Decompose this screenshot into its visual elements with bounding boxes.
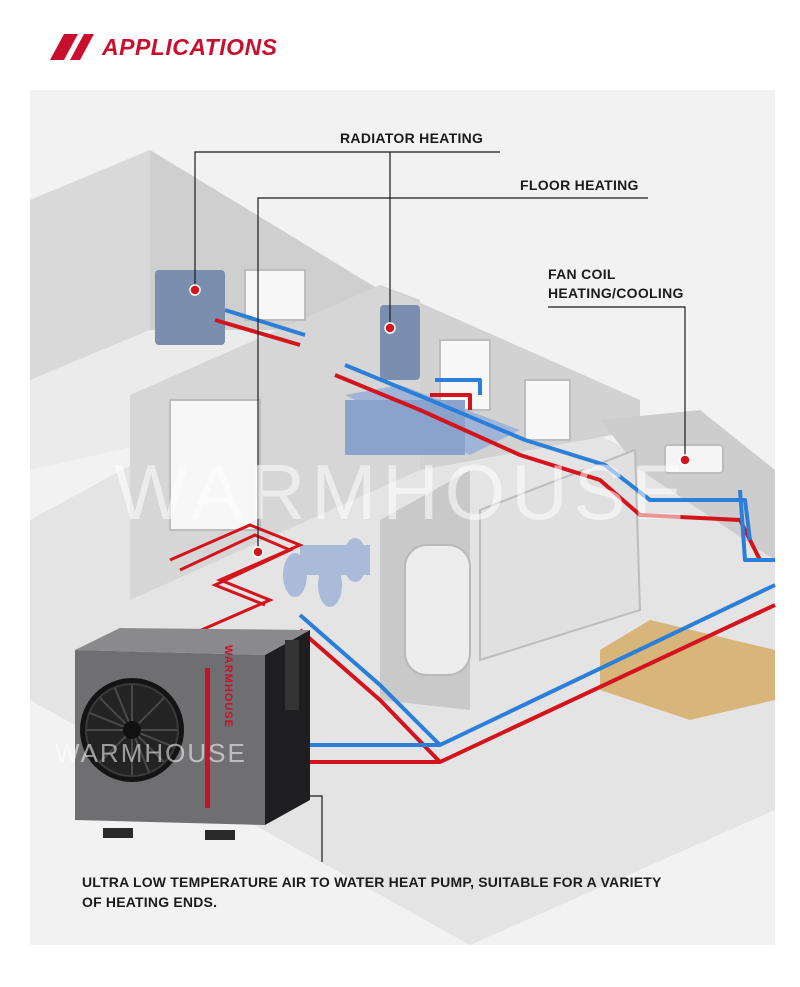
dining-set <box>283 538 370 607</box>
heat-pump-unit <box>75 628 310 840</box>
bedroom-back-wall <box>600 410 775 560</box>
caption-line-1: ULTRA LOW TEMPERATURE AIR TO WATER HEAT … <box>82 874 662 890</box>
floor-heating-label: FLOOR HEATING <box>520 177 639 193</box>
floor-heating-coil <box>169 523 304 637</box>
watermark: WARMHOUSE <box>114 448 690 536</box>
kitchen-cabinet <box>345 400 465 455</box>
double-slash-icon <box>50 34 94 60</box>
bed <box>600 620 775 720</box>
leader-lines <box>194 151 686 862</box>
window-glass <box>169 269 571 531</box>
radiator-middle <box>380 305 420 380</box>
interior-door <box>404 544 471 676</box>
fan-coil-unit <box>664 444 724 474</box>
description-caption: ULTRA LOW TEMPERATURE AIR TO WATER HEAT … <box>82 872 742 912</box>
section-header: APPLICATIONS <box>48 30 278 64</box>
page-title: APPLICATIONS <box>102 33 278 60</box>
radiator-heating-label: RADIATOR HEATING <box>340 130 484 146</box>
fan-coil-label-line1: FAN COIL <box>548 266 616 282</box>
wardrobe <box>479 448 642 662</box>
fan-coil-label-line2: HEATING/COOLING <box>548 285 684 301</box>
radiator-left <box>155 270 225 345</box>
left-room-back-wall <box>30 150 150 380</box>
unit-brand-label: WARMHOUSE <box>222 645 234 728</box>
cold-pipes <box>224 308 776 747</box>
caption-line-2: OF HEATING ENDS. <box>82 894 218 910</box>
unit-watermark: WARMHOUSE <box>55 738 247 768</box>
